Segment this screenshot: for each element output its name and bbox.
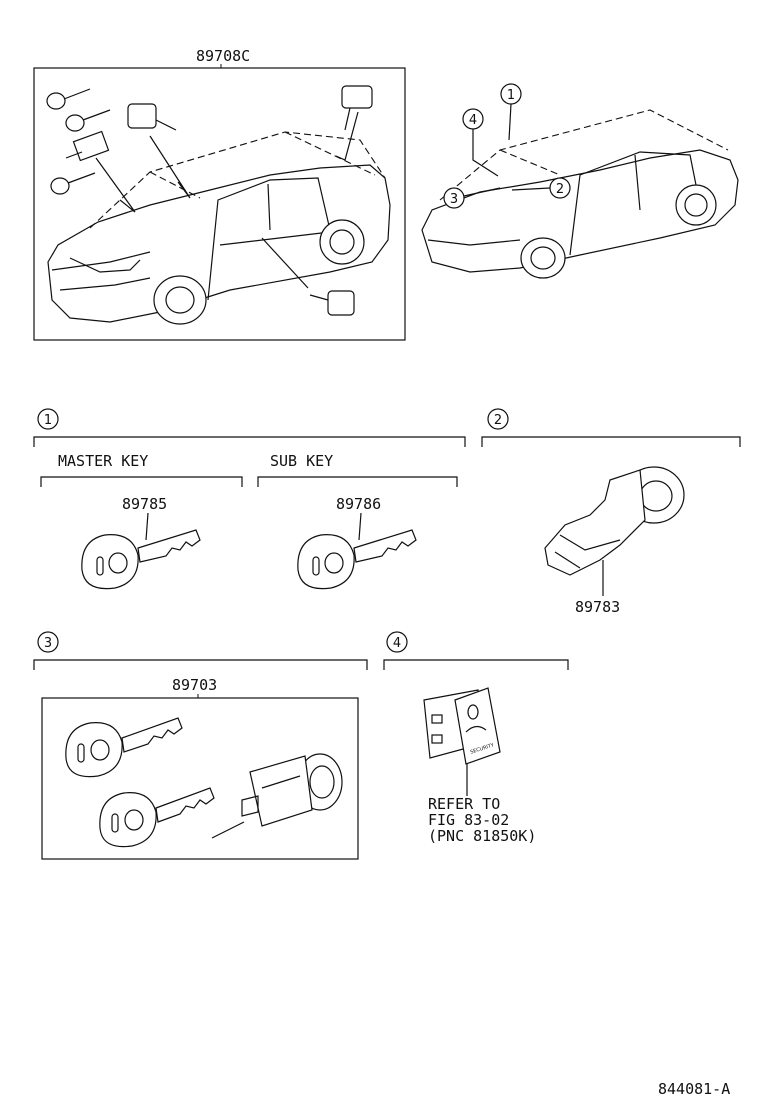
svg-text:3: 3 [450, 192, 458, 207]
leader-line [261, 237, 309, 289]
section-2-bracket [481, 436, 741, 447]
svg-text:2: 2 [556, 182, 564, 197]
leader-line [335, 111, 359, 161]
master-key-icon [81, 529, 201, 590]
master-key-bracket [40, 476, 243, 487]
section-2: 2 89783 [481, 408, 741, 616]
section-3-marker [37, 631, 59, 653]
car-illustration-left [47, 131, 391, 325]
callout-4: 4 [462, 108, 499, 177]
sub-key-label: SUB KEY [270, 452, 333, 470]
diagram-id: 844081-A [658, 1080, 730, 1098]
key-icon-1 [46, 88, 91, 110]
immobilizer-amplifier-icon [544, 466, 685, 576]
leader-line [149, 135, 191, 199]
callout-2: 2 [511, 177, 571, 199]
refer-line-3: (PNC 81850K) [428, 827, 536, 845]
svg-text:4: 4 [469, 113, 477, 128]
door-lock-icon [309, 290, 355, 316]
key-icon-3 [50, 172, 96, 195]
sub-key-bracket [257, 476, 458, 487]
section-1-marker [37, 408, 59, 430]
section-2-marker [487, 408, 509, 430]
refer-line-2: FIG 83-02 [428, 811, 509, 829]
part-number-89783: 89783 [575, 598, 620, 616]
trunk-cylinder-icon [341, 85, 373, 131]
leader-line [95, 157, 136, 213]
callout-3: 3 [443, 187, 501, 209]
section-1-bracket [33, 436, 466, 447]
security-switch-icon: SECURITY [423, 687, 501, 765]
ignition-lock-cylinder-icon [211, 753, 343, 839]
part-number-89785: 89785 [122, 495, 167, 513]
section-3: 3 89703 [33, 631, 368, 860]
refer-line-1: REFER TO [428, 795, 500, 813]
car-illustration-right [421, 109, 739, 279]
kit-frame [33, 67, 406, 341]
sub-key-icon [297, 529, 417, 590]
ignition-cylinder-icon [65, 130, 110, 162]
section-3-bracket [33, 659, 368, 670]
lock-set-frame [41, 697, 359, 860]
lock-set-key-icon-2 [99, 787, 215, 848]
callout-1: 1 [500, 83, 522, 141]
part-number-89708c: 89708C [196, 47, 250, 65]
section-4-marker [386, 631, 408, 653]
svg-text:1: 1 [44, 413, 52, 428]
section-4: 4 SECURITY REFER TO FIG 83-02 (PNC 81850… [383, 631, 569, 845]
section-1: 1 MASTER KEY SUB KEY 89785 89786 [33, 408, 466, 590]
master-key-label: MASTER KEY [58, 452, 148, 470]
kit-89708c-group: 89708C [33, 47, 406, 341]
svg-text:3: 3 [44, 636, 52, 651]
part-number-89786: 89786 [336, 495, 381, 513]
section-4-bracket [383, 659, 569, 670]
door-cylinder-icon [127, 103, 177, 131]
svg-text:4: 4 [393, 636, 401, 651]
svg-text:2: 2 [494, 413, 502, 428]
svg-text:1: 1 [507, 88, 515, 103]
lock-set-key-icon-1 [65, 717, 183, 778]
part-number-89703: 89703 [172, 676, 217, 694]
key-icon-2 [65, 109, 111, 132]
